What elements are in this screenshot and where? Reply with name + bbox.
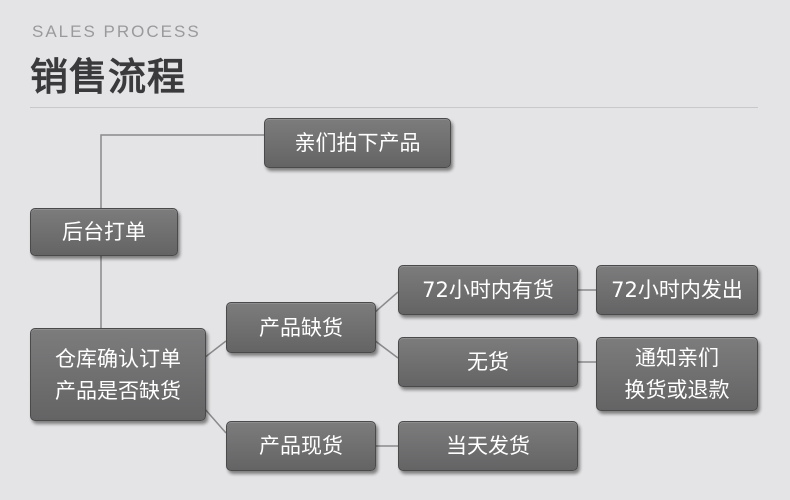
page-title: 销售流程 [30,55,187,99]
node-ship-72h: 72小时内发出 [596,265,758,315]
connector-out-of-stock-to-72h [373,291,399,314]
node-no-stock: 无货 [398,337,578,387]
node-notify-exchange: 通知亲们 换货或退款 [596,337,758,411]
node-warehouse-check: 仓库确认订单 产品是否缺货 [30,328,206,421]
node-in-stock: 产品现货 [226,421,376,471]
node-backend-print: 后台打单 [30,208,178,256]
connector-out-of-stock-to-no-stock [373,339,399,359]
header-divider [30,107,758,108]
node-customer-order: 亲们拍下产品 [264,118,451,168]
node-out-of-stock: 产品缺货 [226,302,376,353]
node-restock-72h: 72小时内有货 [398,265,578,315]
header-subtitle: SALES PROCESS [32,22,201,41]
node-ship-same-day: 当天发货 [398,421,578,471]
connector-warehouse-to-in-stock [203,407,227,434]
connector-order-to-print [100,134,264,208]
connector-warehouse-to-out-of-stock [203,340,227,359]
